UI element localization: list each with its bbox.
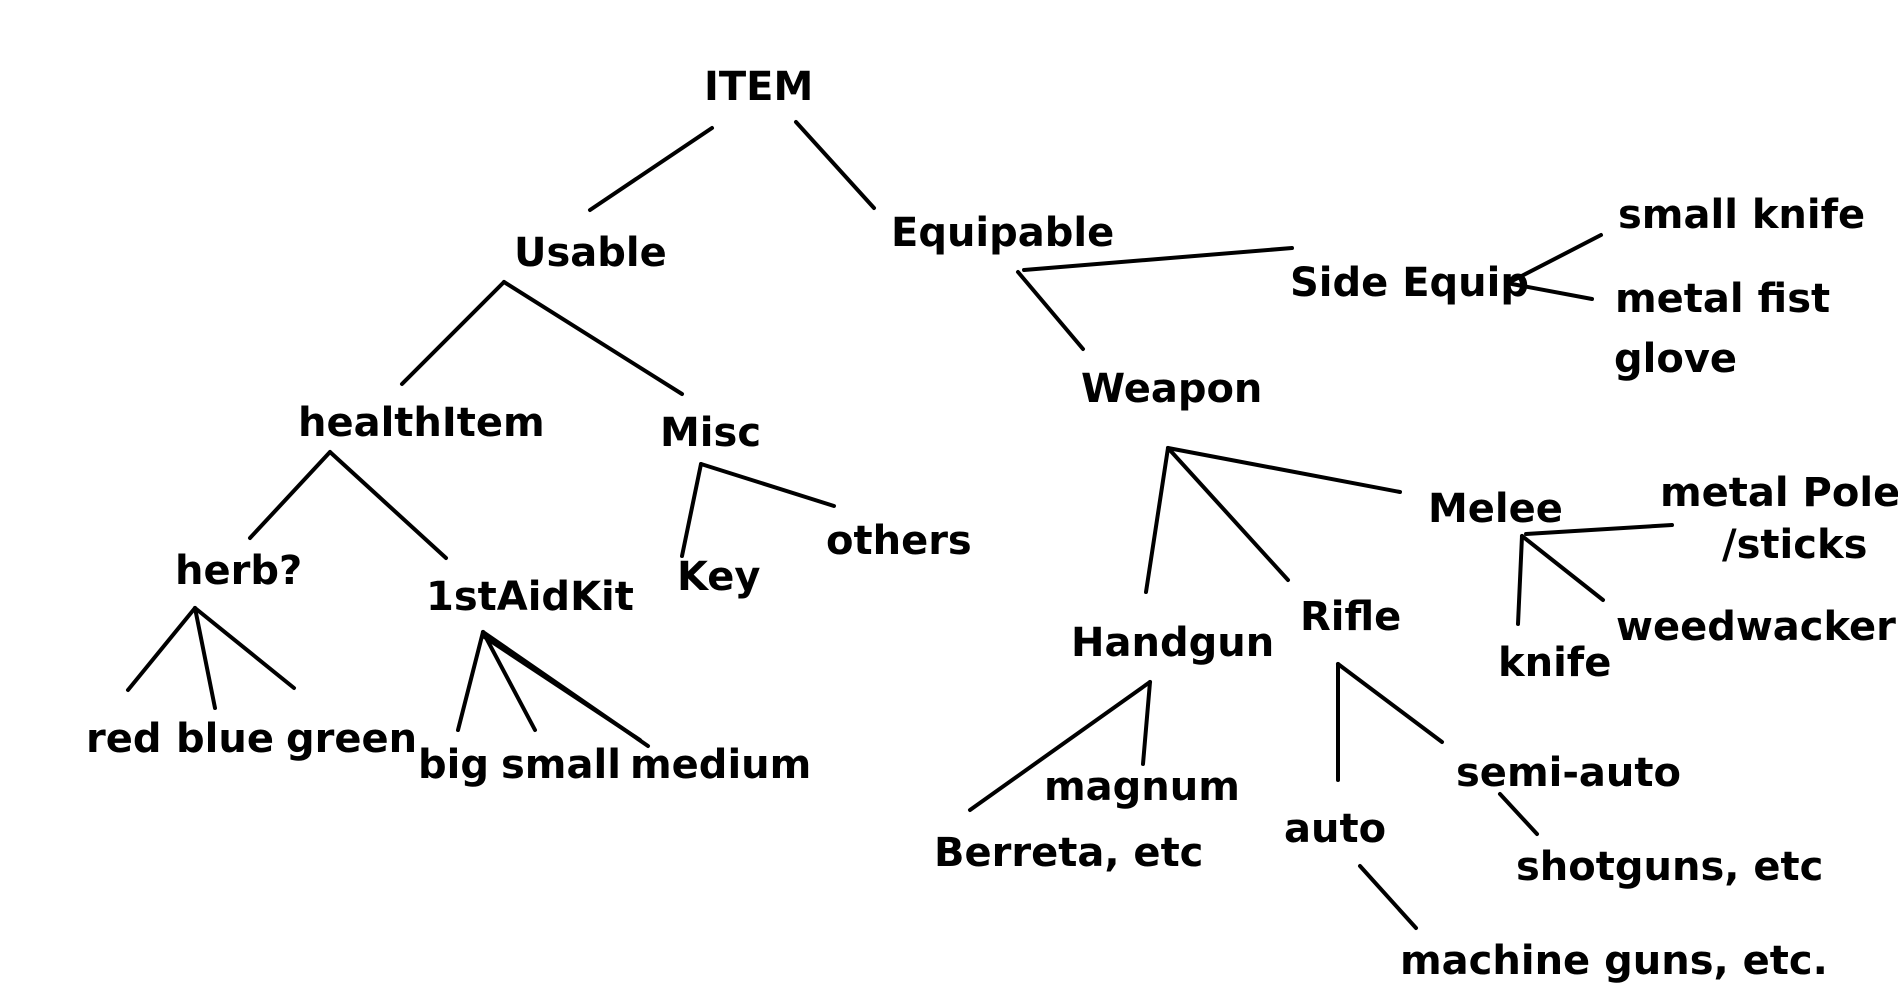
node-first-aid-kit: 1stAidKit [426,574,634,620]
edge-herb-green [193,606,296,690]
node-blue: blue [176,716,274,762]
node-equipable: Equipable [891,210,1114,256]
edge-equipable-sideequip [1022,246,1294,272]
node-magnum: magnum [1044,764,1240,810]
edge-equipable-weapon [1016,270,1085,351]
node-auto: auto [1284,806,1386,852]
edge-healthitem-herb [248,450,332,540]
edge-sideequip-metalfistglove [1510,282,1594,301]
edge-handgun-magnum [1141,680,1152,766]
node-melee: Melee [1428,486,1563,532]
node-green: green [286,716,417,762]
edge-rifle-semiauto [1336,662,1444,744]
node-berreta: Berreta, etc [934,830,1203,876]
edge-firstaidkit-small [481,630,537,732]
node-others: others [826,518,972,564]
edge-firstaidkit-big [456,630,485,732]
edge-item-usable [588,126,714,212]
edge-semiauto-shotguns [1498,792,1539,836]
node-metal-poles-line2: /sticks [1722,522,1867,568]
edge-weapon-handgun [1144,446,1170,594]
node-health-item: healthItem [298,400,545,446]
node-red: red [86,716,162,762]
node-item: ITEM [704,64,813,110]
node-misc: Misc [660,410,761,456]
node-handgun: Handgun [1071,620,1274,666]
node-herb: herb? [175,548,302,594]
edge-herb-red [126,606,197,692]
node-machine-guns: machine guns, etc. [1400,938,1828,984]
node-metal-poles-line1: metal Poles [1660,470,1898,516]
edge-misc-key [680,462,703,558]
node-weapon: Weapon [1081,366,1262,412]
node-small: small [501,742,621,788]
node-usable: Usable [514,230,667,276]
node-big: big [418,742,489,788]
node-small-knife: small knife [1618,192,1865,238]
node-metal-fist-glove-line1: metal fist [1615,276,1830,322]
edge-item-equipable [794,120,876,210]
node-labels: ITEM Usable Equipable healthItem Misc he… [86,64,1898,984]
node-key: Key [677,554,761,600]
edge-handgun-berreta [968,680,1152,812]
node-weedwacker: weedwacker [1616,604,1896,650]
edge-melee-knife [1516,534,1524,626]
edge-sideequip-smallknife [1510,233,1603,283]
edge-herb-blue [193,606,217,710]
node-metal-fist-glove-line2: glove [1614,336,1737,382]
edge-melee-metalpoles [1524,523,1674,536]
node-semi-auto: semi-auto [1456,750,1681,796]
edge-usable-misc [502,280,684,396]
connectors [126,120,1674,930]
edge-weapon-melee [1166,446,1402,494]
node-rifle: Rifle [1300,594,1401,640]
edge-firstaidkit-medium-2 [481,634,642,742]
node-medium: medium [630,742,811,788]
edge-misc-others [699,462,836,508]
edge-auto-machineguns [1358,864,1418,930]
node-knife: knife [1498,640,1611,686]
edge-healthitem-firstaidkit [328,450,448,560]
node-shotguns: shotguns, etc [1516,844,1823,890]
edge-melee-weedwacker [1520,534,1605,602]
node-side-equip: Side Equip [1290,260,1529,306]
edge-usable-healthitem [400,280,506,386]
edge-weapon-rifle [1166,446,1290,582]
